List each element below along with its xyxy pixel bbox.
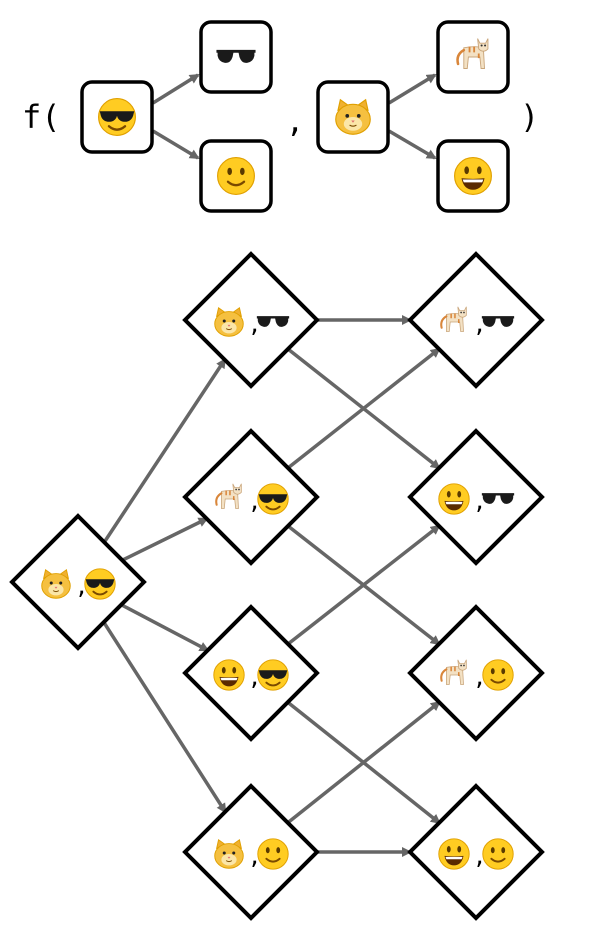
graph-node-n8: , <box>407 783 545 921</box>
graph-nodes: ,,,,,,,,, <box>9 251 545 921</box>
smiling-face-with-sunglasses-icon <box>84 568 116 600</box>
node-diamond <box>182 428 320 566</box>
left-tree-arrow-down <box>152 129 200 160</box>
hamster-face-icon <box>214 838 244 869</box>
grinning-face-icon <box>213 659 245 691</box>
formula-trees <box>80 20 510 213</box>
graph-node-n7: , <box>407 604 545 742</box>
node-diamond <box>182 783 320 921</box>
cat-icon <box>456 38 489 69</box>
node-diamond <box>407 251 545 389</box>
slightly-smiling-face-icon <box>482 659 514 691</box>
graph-node-n0: , <box>9 513 147 651</box>
left-tree-child-box-0 <box>199 20 273 94</box>
smiling-face-with-sunglasses-icon <box>98 98 136 136</box>
formula-suffix: ) <box>520 98 539 136</box>
cat-icon <box>440 659 467 685</box>
sunglasses-icon <box>481 316 515 327</box>
edge-n0-n4 <box>102 621 227 814</box>
right-tree-arrow-up <box>388 73 437 105</box>
hamster-face-icon <box>41 568 71 599</box>
edge-n0-n2 <box>121 517 209 562</box>
slightly-smiling-face-icon <box>482 838 514 870</box>
graph-node-n3: , <box>182 604 320 742</box>
graph-node-n5: , <box>407 251 545 389</box>
slightly-smiling-face-icon <box>217 157 255 195</box>
node-diamond <box>407 783 545 921</box>
node-diamond <box>9 513 147 651</box>
slightly-smiling-face-icon <box>257 838 289 870</box>
graph-node-n4: , <box>182 783 320 921</box>
edge-n4-n7 <box>286 700 441 825</box>
left-tree-arrow-up <box>152 73 200 105</box>
cat-icon <box>440 306 467 332</box>
graph-edges <box>102 315 441 857</box>
formula-prefix: f( <box>22 98 61 136</box>
node-diamond <box>182 251 320 389</box>
graph-node-n1: , <box>182 251 320 389</box>
node-diamond <box>182 604 320 742</box>
edge-n0-n3 <box>120 603 210 652</box>
formula-separator: , <box>286 105 304 140</box>
edge-n3-n6 <box>286 524 441 646</box>
graph-node-n2: , <box>182 428 320 566</box>
graph-node-n6: , <box>407 428 545 566</box>
sunglasses-icon <box>256 316 290 327</box>
cat-icon <box>215 483 242 509</box>
hamster-face-icon <box>214 306 244 337</box>
sunglasses-icon <box>481 493 515 504</box>
smiling-face-with-sunglasses-icon <box>257 483 289 515</box>
smiling-face-with-sunglasses-icon <box>257 659 289 691</box>
grinning-face-icon <box>438 838 470 870</box>
node-diamond <box>407 428 545 566</box>
edge-n0-n1 <box>102 358 227 544</box>
node-diamond <box>407 604 545 742</box>
grinning-face-icon <box>438 483 470 515</box>
edge-n2-n5 <box>286 347 441 470</box>
hamster-face-icon <box>335 98 371 135</box>
right-tree-arrow-down <box>388 129 437 160</box>
sunglasses-icon <box>216 49 256 63</box>
grinning-face-icon <box>454 157 492 195</box>
